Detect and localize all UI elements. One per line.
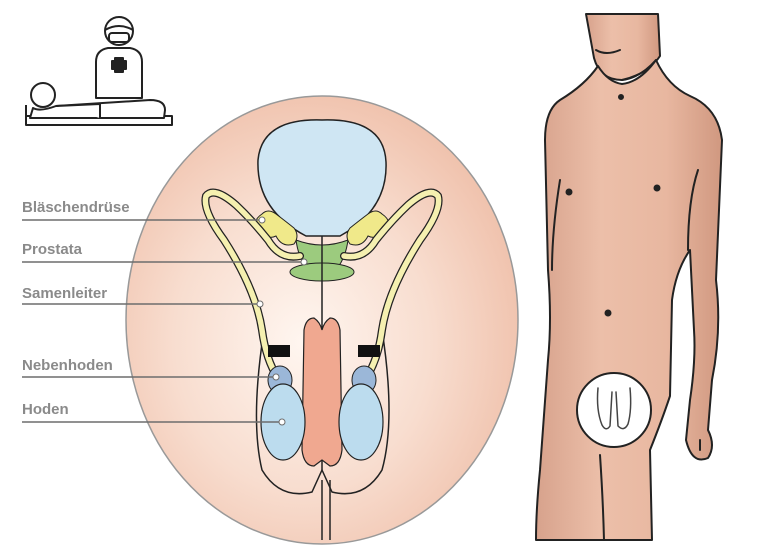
male-body-figure bbox=[535, 13, 723, 541]
patient-icon bbox=[29, 82, 166, 119]
label-samenleiter: Samenleiter bbox=[22, 285, 264, 308]
anatomy-circle bbox=[125, 95, 519, 545]
label-text: Bläschendrüse bbox=[22, 199, 130, 216]
label-nebenhoden: Nebenhoden bbox=[22, 357, 280, 381]
vasectomy-clip-right bbox=[358, 345, 380, 357]
label-text: Nebenhoden bbox=[22, 357, 113, 374]
vas-deferens bbox=[201, 188, 443, 382]
label-group: Bläschendrüse Prostata Samenleiter Neben… bbox=[22, 199, 308, 426]
label-text: Prostata bbox=[22, 241, 83, 258]
label-text: Hoden bbox=[22, 401, 69, 418]
doctor-patient-icon bbox=[25, 16, 173, 126]
label-hoden: Hoden bbox=[22, 401, 286, 426]
label-text: Samenleiter bbox=[22, 285, 107, 302]
label-prostata: Prostata bbox=[22, 241, 308, 266]
penis bbox=[301, 317, 343, 467]
doctor-icon bbox=[95, 16, 143, 99]
vasectomy-clip-left bbox=[268, 345, 290, 357]
testis-right bbox=[338, 383, 384, 461]
crotch-inset-circle bbox=[576, 372, 652, 448]
label-blaeschendruese: Bläschendrüse bbox=[22, 199, 266, 224]
